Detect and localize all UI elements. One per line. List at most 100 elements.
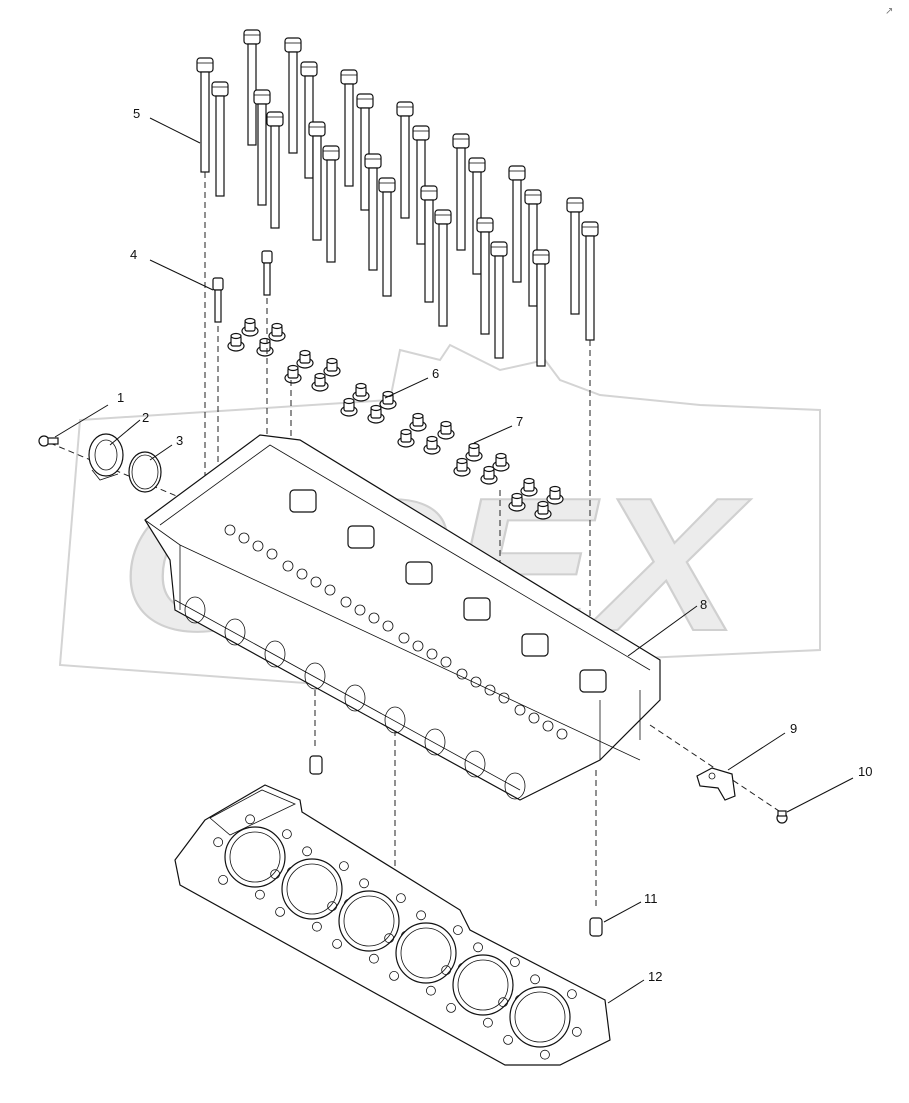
callout-6: 6 [432,366,439,381]
coolant-hole [245,814,255,825]
valve-port [282,560,294,572]
bracket-screw [776,810,788,824]
callout-4: 4 [130,247,137,262]
head-bolt [396,101,414,219]
coolant-hole [441,965,452,976]
valve-stem-seal [534,500,552,520]
side-port [184,596,206,624]
head-bolt [420,185,438,303]
valve-port [484,684,496,696]
callout-5: 5 [133,106,140,121]
coolant-hole [339,861,349,871]
callout-12: 12 [648,969,662,984]
coolant-hole [332,939,342,949]
side-port [304,662,326,690]
valve-stem-seal [520,477,538,497]
valve-stem-seal [379,390,397,410]
coolant-hole [510,957,520,967]
valve-port [224,524,236,536]
head-bolt [340,69,358,187]
head-gasket [174,784,611,1066]
valve-stem-seal [492,452,510,472]
callout-2: 2 [142,410,149,425]
cylinder-bore [281,858,343,920]
rocker-boss [463,597,491,621]
callout-3: 3 [176,433,183,448]
rocker-boss [579,669,607,693]
coolant-hole [255,889,265,900]
valve-stem-seals-group [227,317,564,520]
valve-port [266,548,278,560]
coolant-hole [453,925,463,935]
dowel-pin [309,755,323,775]
side-port [384,706,406,734]
coolant-hole [416,910,426,921]
short-bolts-group [212,250,273,323]
rocker-boss [405,561,433,585]
head-bolt [211,81,229,197]
coolant-hole [571,1026,582,1037]
valve-port [340,596,352,608]
valve-port [382,620,394,632]
head-bolt [196,57,214,173]
head-bolt [266,111,284,229]
valve-stem-seal [284,364,302,384]
valve-port [440,656,452,668]
valve-stem-seal [480,465,498,485]
valve-port [368,612,380,624]
head-bolt [532,249,550,367]
end-cover [88,433,124,481]
coolant-hole [530,974,540,985]
coolant-hole [213,837,224,848]
callout-8: 8 [700,597,707,612]
valve-stem-seal [227,332,245,352]
head-bolt [322,145,340,263]
coolant-hole [359,878,369,889]
head-bolt [581,221,599,341]
valve-port [456,668,468,680]
valve-port [514,704,526,716]
gasket-bores [213,814,582,1060]
short-bolt [261,250,273,296]
dowel-pin [589,917,603,937]
corner-mark: ↗ [885,6,893,17]
coolant-hole [384,933,395,944]
side-port [464,750,486,778]
o-ring [128,451,162,493]
valve-port [498,692,510,704]
callout-11: 11 [644,891,658,906]
head-bolt [308,121,326,241]
coolant-hole [302,846,312,857]
coolant-hole [503,1035,513,1045]
side-port [504,772,526,800]
valve-stem-seal [367,404,385,424]
head-bolt [490,241,508,359]
head-bolt [378,177,396,297]
callout-10: 10 [858,764,872,779]
valve-port [542,720,554,732]
head-bolt [566,197,584,315]
coolant-hole [270,869,281,880]
valve-stem-seal [241,317,259,337]
head-bolt [434,209,452,327]
valve-port [354,604,366,616]
valve-port [398,632,410,644]
coolant-hole [275,907,285,917]
coolant-hole [218,875,228,885]
short-bolt [212,277,224,323]
coolant-hole [473,942,483,953]
cylinder-bore [395,922,457,984]
coolant-hole [567,989,577,999]
valve-stem-seal [508,492,526,512]
coolant-hole [540,1049,550,1060]
head-bolt [508,165,526,283]
coolant-hole [483,1017,493,1028]
cylinder-bore [338,890,400,952]
valve-stem-seal [409,412,427,432]
coolant-hole [426,985,436,996]
side-port [224,618,246,646]
valve-stem-seal [323,357,341,377]
rocker-boss [289,489,317,513]
valve-stem-seal [453,457,471,477]
